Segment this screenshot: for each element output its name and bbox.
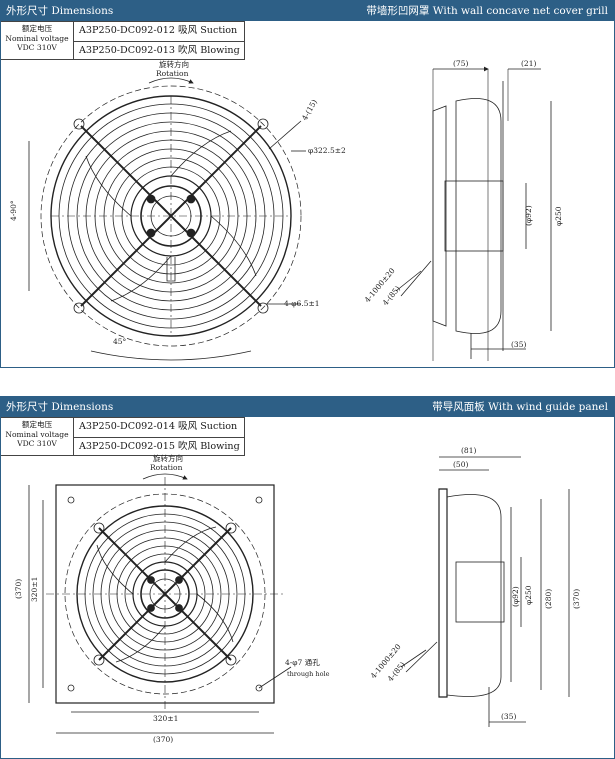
side-view-panel [400, 456, 570, 727]
dim-280: (280) [544, 589, 553, 609]
dim-diameter: φ322.5±2 [308, 146, 346, 155]
drawing-grill-fan: 旋转方向 Rotation 4-(15) φ322.5±2 4-φ6.5±1 4… [9, 59, 563, 361]
dim-250: φ250 [524, 585, 533, 605]
section-header: 外形尺寸 Dimensions 带墙形凹网罩 With wall concave… [1, 1, 614, 21]
dim-320-left: 320±1 [30, 577, 39, 602]
dim-92: (φ92) [511, 586, 520, 607]
dim-21: (21) [521, 59, 536, 68]
front-view-panel [46, 477, 284, 712]
dimensions-section-guide-panel: 外形尺寸 Dimensions 带导风面板 With wind guide pa… [0, 396, 615, 759]
dim-holes-cn: 4-φ7 通孔 [285, 657, 320, 667]
dim-35: (35) [501, 712, 516, 721]
dim-angle-45: 45° [113, 337, 127, 346]
rotation-label-en: Rotation [156, 69, 189, 78]
voltage-label: 额定电压 Nominal voltage VDC 310V [1, 418, 74, 455]
header-subtitle: 带墙形凹网罩 With wall concave net cover grill [366, 5, 608, 17]
dimensions-section-concave-grill: 外形尺寸 Dimensions 带墙形凹网罩 With wall concave… [0, 0, 615, 368]
dim-holes: 4-φ6.5±1 [284, 299, 320, 308]
dim-50: (50) [453, 460, 468, 469]
dim-370-left: (370) [14, 579, 23, 599]
dim-angle-90: 4-90° [9, 200, 18, 221]
model-suction: A3P250-DC092-012 吸风 Suction [79, 25, 238, 36]
spec-table: 额定电压 Nominal voltage VDC 310V A3P250-DC0… [1, 21, 245, 60]
header-title: 外形尺寸 Dimensions [6, 401, 114, 413]
dim-15: 4-(15) [300, 98, 319, 122]
dim-35: (35) [511, 340, 526, 349]
dim-holes-en: through hole [287, 670, 330, 678]
header-title: 外形尺寸 Dimensions [6, 5, 114, 17]
dim-92: (φ92) [524, 205, 533, 226]
drawing-panel-fan: 旋转方向 Rotation (370) 320±1 4-φ7 通孔 throug… [14, 446, 581, 744]
dim-370-right: (370) [572, 589, 581, 609]
front-view-grill [40, 85, 302, 347]
model-suction: A3P250-DC092-014 吸风 Suction [79, 421, 238, 432]
rotation-label-en: Rotation [150, 463, 183, 472]
model-blowing: A3P250-DC092-015 吹风 Blowing [74, 436, 244, 456]
rotation-label-cn: 旋转方向 [159, 59, 189, 69]
dim-75: (75) [453, 59, 468, 68]
dim-85: 4-(85) [381, 284, 403, 307]
header-subtitle: 带导风面板 With wind guide panel [432, 401, 608, 413]
dim-81: (81) [461, 446, 476, 455]
annotations: 旋转方向 Rotation (370) 320±1 4-φ7 通孔 throug… [14, 446, 581, 744]
dim-320-bottom: 320±1 [153, 714, 178, 723]
side-view-grill [395, 66, 552, 361]
model-blowing: A3P250-DC092-013 吹风 Blowing [74, 40, 244, 60]
dim-370-bottom: (370) [153, 735, 173, 744]
voltage-label: 额定电压 Nominal voltage VDC 310V [1, 22, 74, 59]
section-header: 外形尺寸 Dimensions 带导风面板 With wind guide pa… [1, 397, 614, 417]
spec-table: 额定电压 Nominal voltage VDC 310V A3P250-DC0… [1, 417, 245, 456]
rotation-label-cn: 旋转方向 [153, 453, 183, 463]
dim-250: φ250 [554, 206, 563, 226]
